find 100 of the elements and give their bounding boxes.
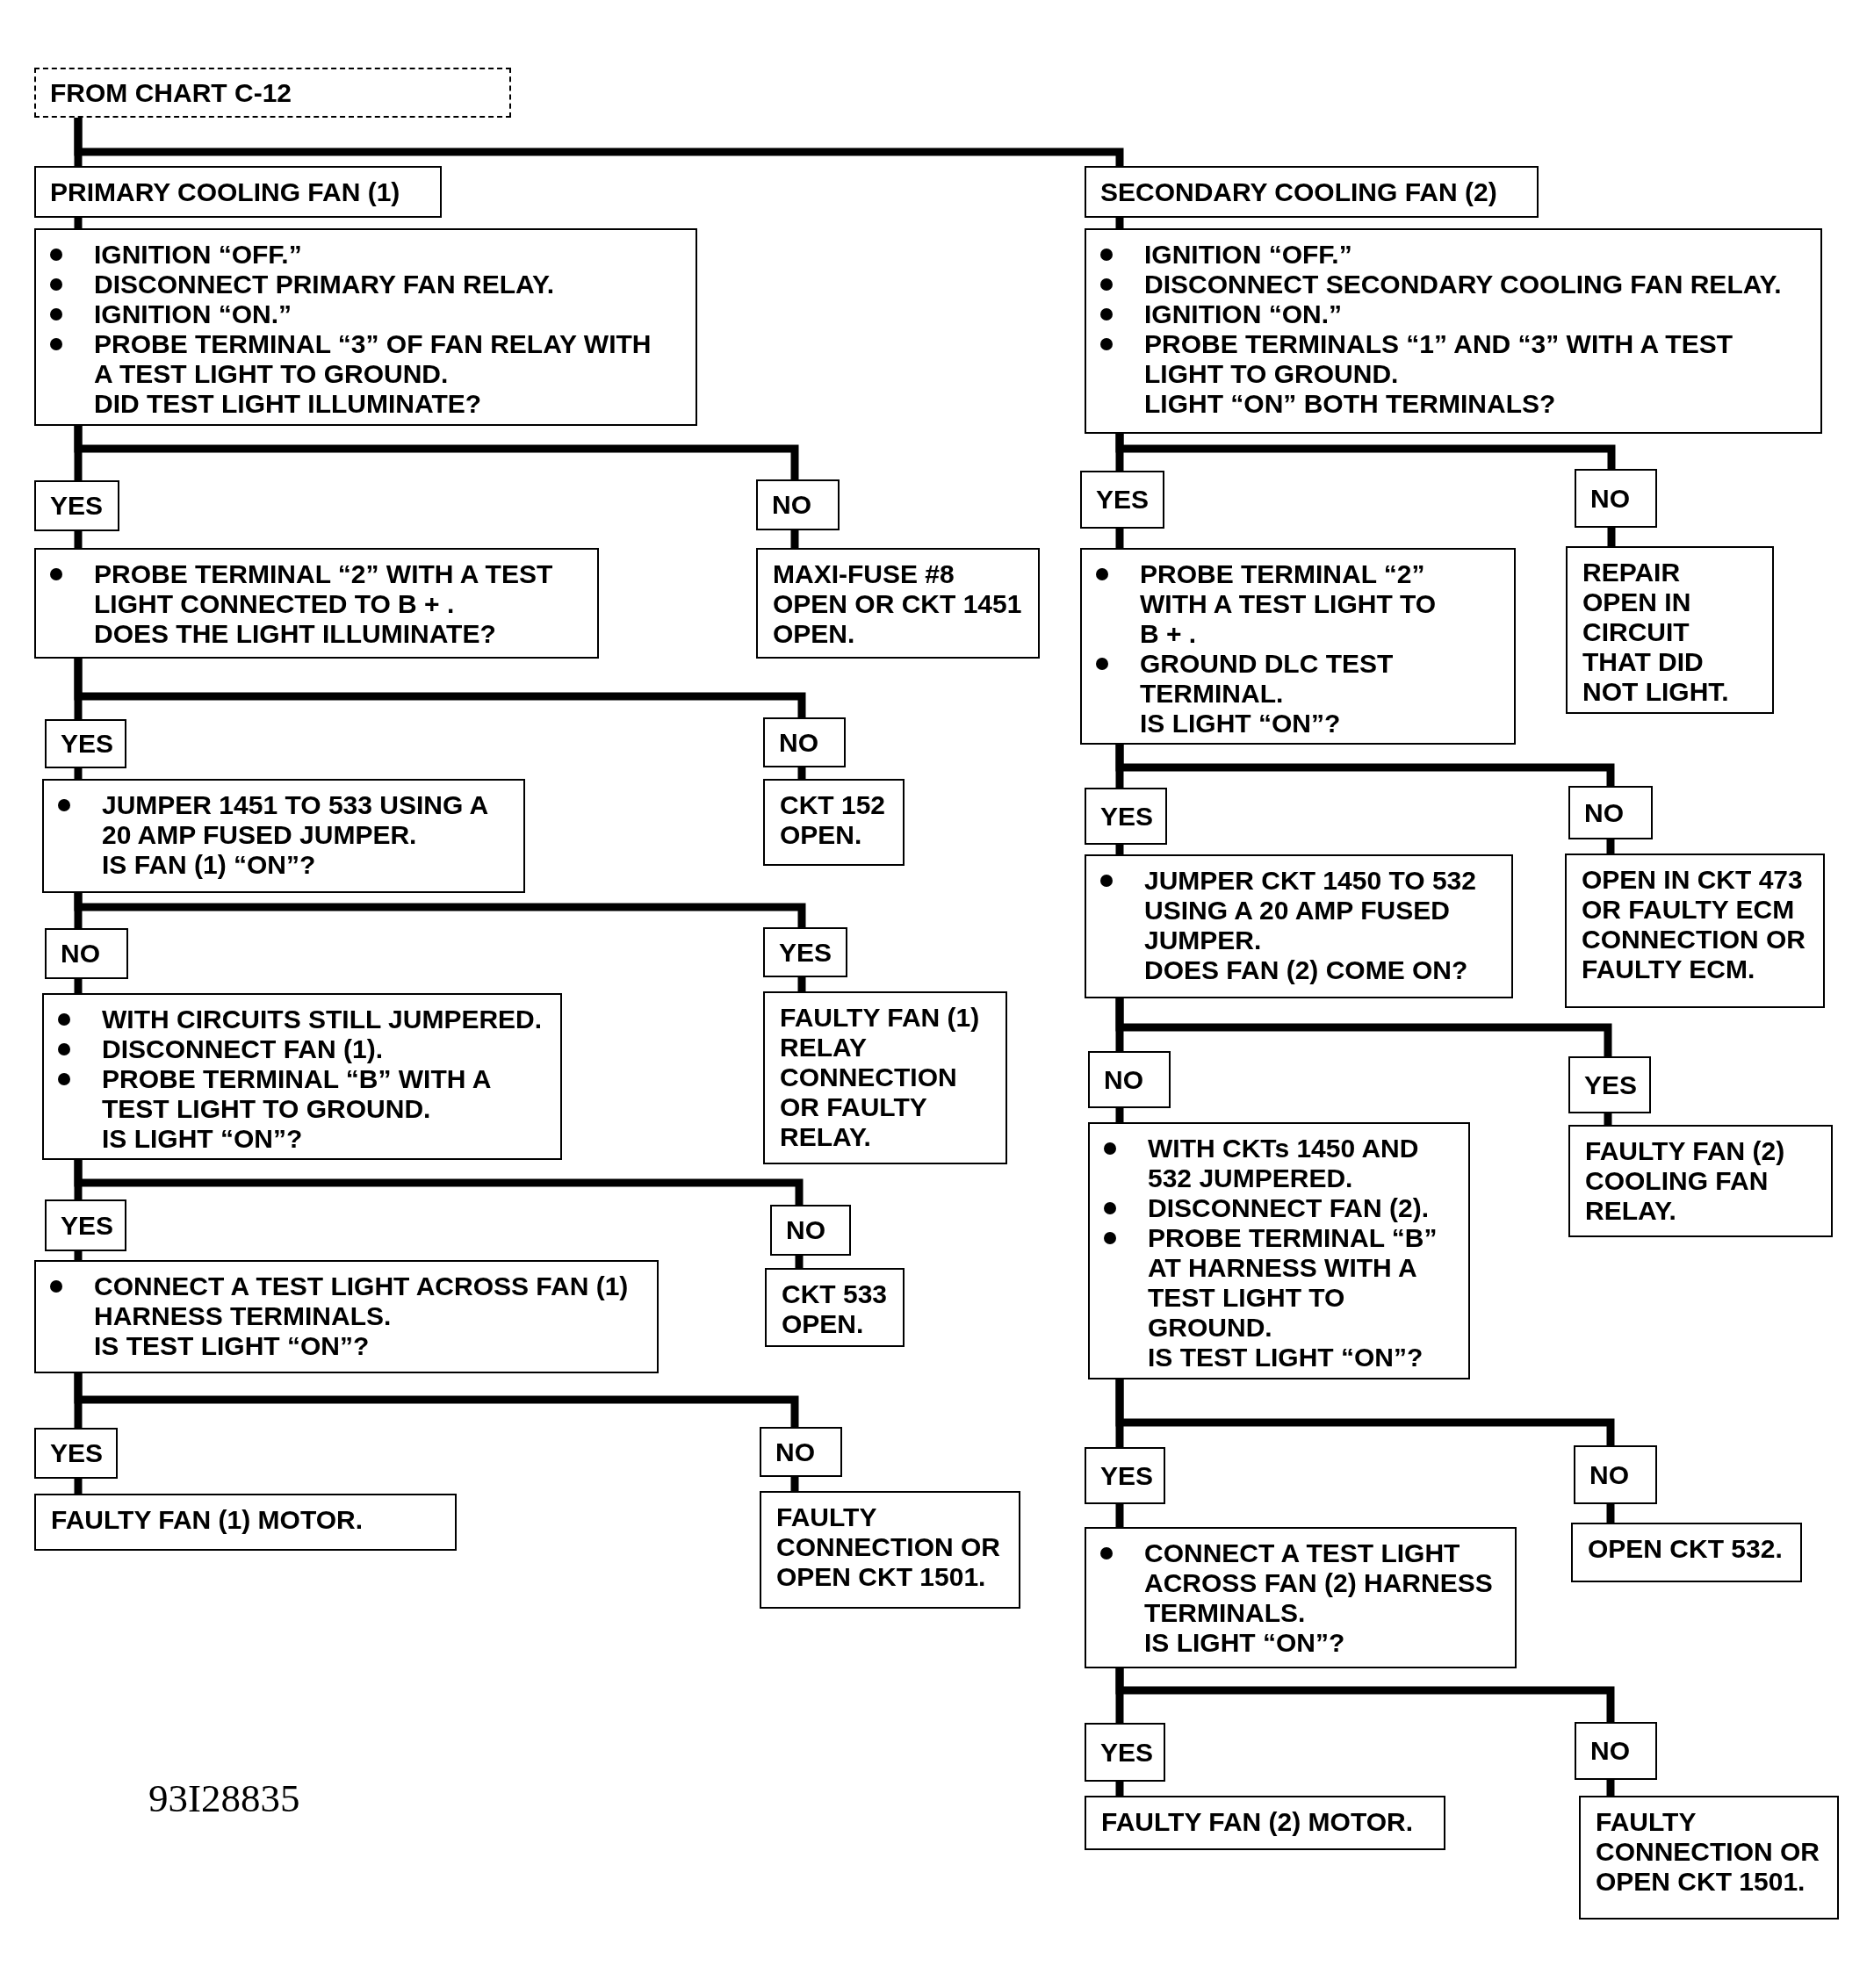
answer-text: YES <box>1100 1737 1154 1768</box>
connector-line <box>1115 1504 1124 1527</box>
question-text: LIGHT “ON” BOTH TERMINALS? <box>1144 389 1556 419</box>
answer-text: NO <box>1104 1064 1143 1095</box>
connector-line <box>797 767 806 779</box>
test-step-box <box>34 1260 659 1373</box>
connector-line <box>1115 529 1124 548</box>
answer-tag <box>1568 1056 1651 1113</box>
question-text: DID TEST LIGHT ILLUMINATE? <box>94 389 482 419</box>
answer-tag <box>1088 1051 1171 1108</box>
connector-line <box>1604 1113 1612 1125</box>
result-box <box>34 1494 457 1551</box>
answer-tag <box>34 480 119 531</box>
question-text: IS LIGHT “ON”? <box>1140 709 1341 738</box>
answer-text: YES <box>50 1438 104 1468</box>
connector-line <box>1115 1668 1615 1722</box>
answer-tag <box>760 1427 842 1477</box>
question-text: IS FAN (1) “ON”? <box>102 850 316 880</box>
answer-tag <box>770 1205 851 1256</box>
connector-line <box>74 118 1124 166</box>
test-step-box <box>42 993 562 1160</box>
connector-line <box>74 1373 799 1427</box>
test-step-box <box>1085 228 1822 434</box>
test-step-text: CONNECT A TEST LIGHT ACROSS FAN (1) HARNESS TERMINALS. <box>94 1271 630 1331</box>
result-box <box>765 1268 905 1347</box>
test-step-text: IGNITION “OFF.” <box>1144 240 1352 270</box>
test-step-box <box>1085 1527 1517 1668</box>
connector-line <box>74 426 799 479</box>
connector-line <box>790 1477 799 1491</box>
answer-tag <box>45 719 126 768</box>
question-text: DOES THE LIGHT ILLUMINATE? <box>94 619 496 649</box>
answer-text: YES <box>1100 801 1154 832</box>
test-step-text: JUMPER 1451 TO 533 USING A 20 AMP FUSED JUMPER. <box>102 790 489 850</box>
answer-text: NO <box>772 490 811 520</box>
connector-line <box>795 1256 804 1268</box>
answer-text: YES <box>1096 485 1150 515</box>
test-step-text: DISCONNECT FAN (2). <box>1148 1193 1429 1223</box>
answer-tag <box>1085 1447 1165 1504</box>
connector-line <box>1606 1780 1615 1796</box>
answer-tag <box>1085 1723 1165 1782</box>
connector-line <box>790 530 799 548</box>
connector-line <box>74 1160 804 1205</box>
test-step-text: PROBE TERMINAL “2” WITH A TEST LIGHT TO B + . <box>1140 559 1438 649</box>
connector-line <box>1115 745 1615 786</box>
result-text: CKT 533 OPEN. <box>782 1279 889 1339</box>
test-step-text: WITH CKTs 1450 AND 532 JUMPERED. <box>1148 1134 1420 1193</box>
connector-line <box>1115 845 1124 854</box>
question-text: IS TEST LIGHT “ON”? <box>94 1331 370 1361</box>
test-step-text: DISCONNECT SECONDARY COOLING FAN RELAY. <box>1144 270 1782 299</box>
question-text: IS LIGHT “ON”? <box>102 1124 303 1154</box>
result-box <box>1571 1523 1802 1582</box>
answer-text: YES <box>779 937 832 968</box>
test-step-text: DISCONNECT FAN (1). <box>102 1034 383 1064</box>
test-step-text: WITH CIRCUITS STILL JUMPERED. <box>102 1005 543 1034</box>
result-text: REPAIR OPEN IN CIRCUIT THAT DID NOT LIGHT. <box>1582 558 1730 707</box>
question-text: IS TEST LIGHT “ON”? <box>1148 1343 1424 1372</box>
answer-tag <box>45 928 128 979</box>
connector-line <box>74 531 83 548</box>
answer-text: NO <box>1590 483 1630 514</box>
answer-tag <box>1575 469 1657 528</box>
answer-tag <box>763 927 847 977</box>
test-step-text: PROBE TERMINAL “B” AT HARNESS WITH A TEST LIGHT TO GROUND. <box>1148 1223 1438 1343</box>
connector-line <box>1607 528 1616 546</box>
test-step-text: GROUND DLC TEST TERMINAL. <box>1140 649 1395 709</box>
answer-tag <box>34 1428 118 1479</box>
answer-text: YES <box>61 729 114 759</box>
answer-text: YES <box>50 491 104 521</box>
result-box <box>1579 1796 1839 1920</box>
result-box <box>1085 1796 1445 1850</box>
answer-tag <box>763 717 846 767</box>
answer-text: NO <box>1590 1736 1630 1766</box>
figure-number: 93I28835 <box>148 1776 300 1820</box>
test-step-text: PROBE TERMINAL “2” WITH A TEST LIGHT CONNECTED TO B + . <box>94 559 554 619</box>
result-box <box>1568 1125 1833 1237</box>
chart-reference-box <box>34 68 511 118</box>
answer-tag <box>1574 1445 1657 1504</box>
result-box <box>763 991 1007 1164</box>
answer-text: NO <box>1589 1459 1629 1490</box>
result-box <box>763 779 905 866</box>
result-box <box>1566 546 1774 714</box>
connector-line <box>74 218 83 228</box>
test-step-text: PROBE TERMINAL “B” WITH A TEST LIGHT TO GROUND. <box>102 1064 492 1124</box>
result-text: FAULTY FAN (2) MOTOR. <box>1101 1807 1413 1837</box>
connector-line <box>74 768 83 779</box>
section-header-text: SECONDARY COOLING FAN (2) <box>1100 176 1497 207</box>
result-text: OPEN IN CKT 473 OR FAULTY ECM CONNECTION OR FAULTY ECM. <box>1582 865 1806 984</box>
answer-tag <box>45 1199 126 1251</box>
test-step-text: DISCONNECT PRIMARY FAN RELAY. <box>94 270 554 299</box>
test-step-text: IGNITION “ON.” <box>94 299 292 329</box>
connector-line <box>1115 434 1616 469</box>
section-header-box <box>34 166 442 218</box>
test-step-text: PROBE TERMINAL “3” OF FAN RELAY WITH A TEST LIGHT TO GROUND. <box>94 329 652 389</box>
answer-text: NO <box>61 939 100 969</box>
answer-text: YES <box>61 1210 114 1241</box>
result-box <box>760 1491 1020 1609</box>
chart-reference-text: FROM CHART C-12 <box>50 77 292 108</box>
answer-tag <box>1080 471 1164 529</box>
test-step-box <box>34 228 697 426</box>
test-step-text: IGNITION “OFF.” <box>94 240 302 270</box>
test-step-box <box>1080 548 1516 745</box>
